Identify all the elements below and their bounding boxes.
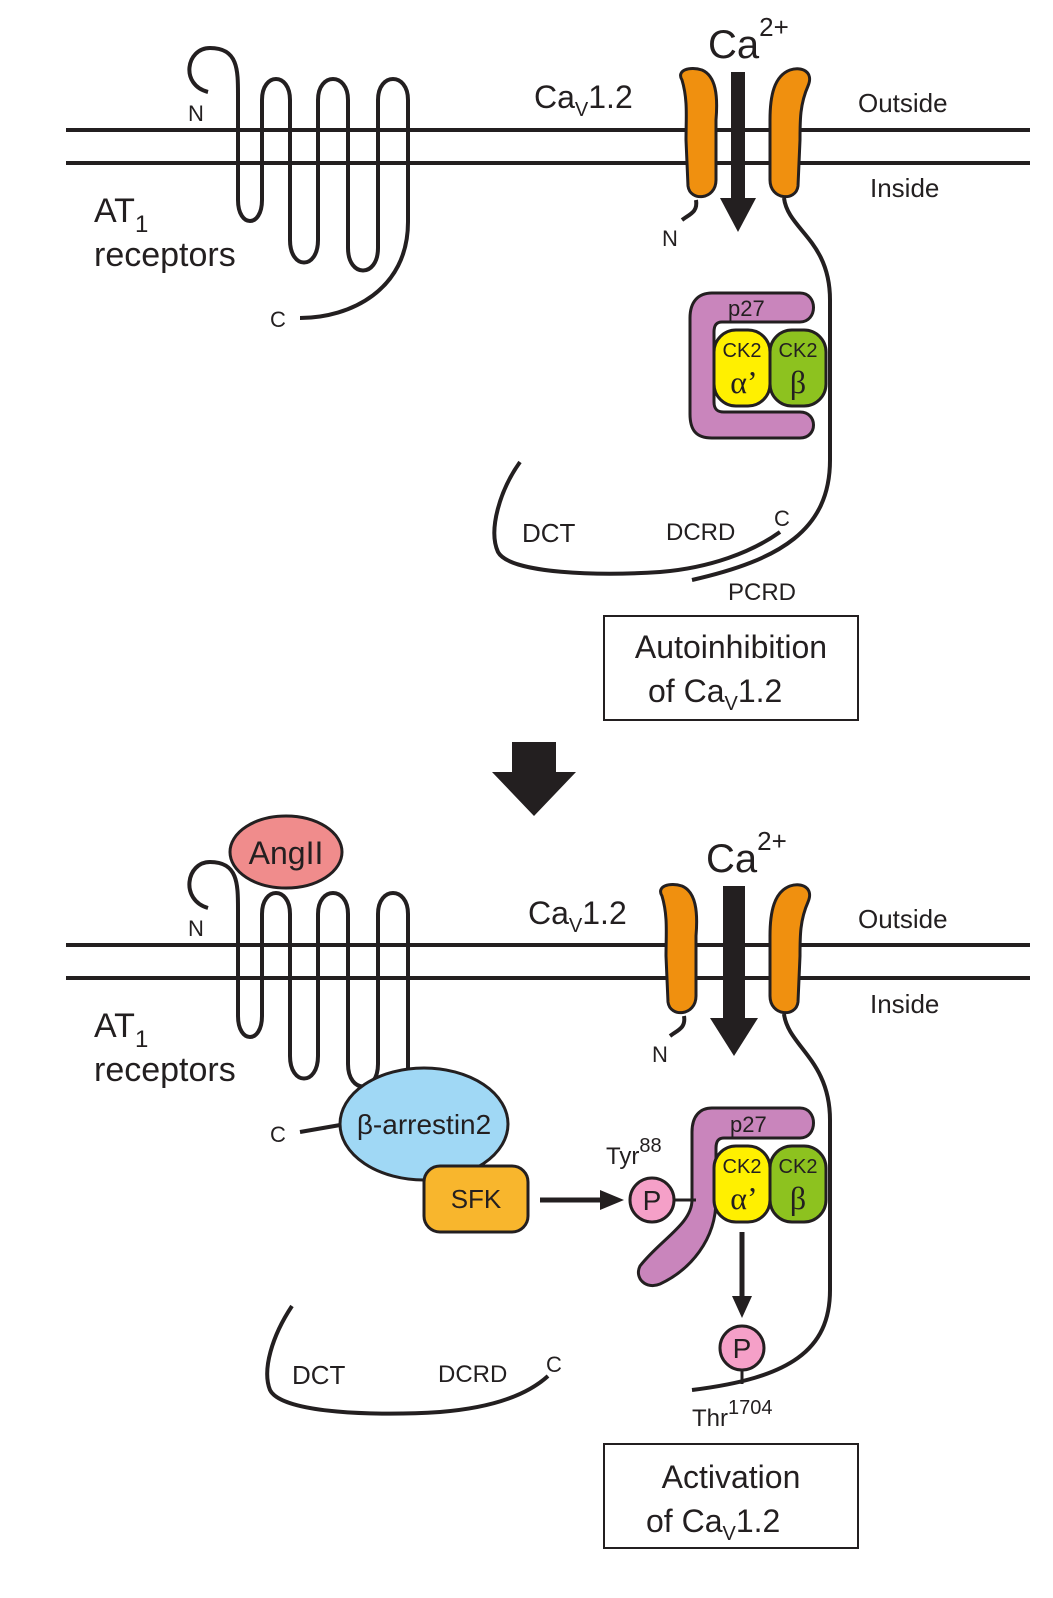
receptor-name-label: AT1: [94, 192, 148, 238]
inside-label: Inside: [870, 989, 939, 1019]
receptor-n-label: N: [188, 101, 204, 126]
receptor-name-label: AT1: [94, 1007, 148, 1053]
top-panel: N C AT1 receptors Ca2+ CaV1.2 Outside In…: [66, 12, 1030, 721]
p27-label: p27: [728, 296, 765, 321]
dct-label: DCT: [522, 518, 576, 548]
activation-box-line1: Activation: [662, 1459, 801, 1495]
bottom-panel: AngII N AT1 receptors C β-arrestin2 SFK …: [66, 814, 1030, 1549]
ck2-beta-subunit: [768, 328, 828, 408]
angii-label: AngII: [249, 835, 324, 871]
tyr88-phosphate-label: P: [643, 1185, 662, 1216]
channel-c-label: C: [774, 506, 790, 531]
ck2-beta-title: CK2: [779, 340, 818, 362]
channel-n-label: N: [662, 226, 678, 251]
thr1704-phosphate-label: P: [733, 1333, 752, 1364]
angii-ligand: [228, 814, 344, 890]
tyr88-phosphate: [628, 1176, 676, 1224]
channel-n-tail: [680, 199, 699, 222]
sfk-kinase: [422, 1164, 530, 1234]
ck2-alpha-symbol: α’: [730, 1180, 757, 1216]
autoinhibition-box-line2: of CaV1.2: [648, 673, 782, 715]
activation-box-line2: of CaV1.2: [646, 1503, 780, 1545]
calcium-ion-label: Ca2+: [708, 12, 789, 67]
at1-receptor-chain: [187, 45, 410, 320]
autoinhibition-box: [603, 615, 859, 721]
dcrd-label: DCRD: [666, 519, 735, 546]
beta-arrestin2-label: β-arrestin2: [357, 1109, 491, 1140]
sfk-phosphorylation-arrowhead: [600, 1190, 624, 1210]
ck2-alpha-title: CK2: [723, 1156, 762, 1178]
ck2-beta-symbol: β: [790, 1180, 806, 1216]
pcrd-label: PCRD: [728, 579, 796, 606]
calcium-ion-label: Ca2+: [706, 826, 787, 881]
ck2-beta-title: CK2: [779, 1156, 818, 1178]
receptor-c-tail: [299, 1122, 347, 1134]
receptor-c-label: C: [270, 1122, 286, 1147]
dct-label: DCT: [292, 1360, 346, 1390]
sfk-label: SFK: [451, 1184, 502, 1214]
receptor-n-label: N: [188, 916, 204, 941]
channel-right-subunit: [768, 67, 811, 198]
ck2-beta-symbol: β: [790, 364, 806, 400]
channel-n-tail: [668, 1015, 687, 1038]
dcrd-label: DCRD: [438, 1361, 507, 1388]
channel-n-label: N: [652, 1042, 668, 1067]
calcium-influx-arrowhead: [720, 198, 756, 232]
activation-box: [603, 1443, 859, 1549]
ck2-phosphorylation-arrowhead: [732, 1296, 752, 1318]
channel-name-label: CaV1.2: [534, 79, 633, 121]
tyr88-label: Tyr88: [606, 1135, 662, 1170]
calcium-influx-arrowhead: [710, 1018, 758, 1056]
receptor-name-label-line2: receptors: [94, 236, 236, 274]
channel-right-subunit: [768, 883, 811, 1014]
ck2-alpha-title: CK2: [723, 340, 762, 362]
outside-label: Outside: [858, 904, 948, 934]
dct-fragment: [265, 1304, 550, 1416]
receptor-c-label: C: [270, 307, 286, 332]
receptor-name-label-line2: receptors: [94, 1051, 236, 1089]
ck2-alpha-symbol: α’: [730, 364, 757, 400]
autoinhibition-box-line1: Autoinhibition: [635, 629, 827, 665]
outside-label: Outside: [858, 88, 948, 118]
channel-c-tail: [691, 1013, 832, 1392]
channel-left-subunit: [679, 66, 719, 198]
channel-name-label: CaV1.2: [528, 895, 627, 937]
thr1704-label: Thr1704: [692, 1397, 773, 1432]
transition-arrow: [492, 742, 576, 816]
channel-left-subunit: [659, 882, 699, 1014]
p27-protein: [688, 291, 815, 440]
dct-fragment: [492, 460, 782, 576]
channel-c-tail: [691, 197, 832, 582]
p27-label: p27: [730, 1112, 767, 1137]
ck2-beta-subunit: [768, 1144, 828, 1224]
inside-label: Inside: [870, 173, 939, 203]
dct-c-label: C: [546, 1352, 562, 1377]
